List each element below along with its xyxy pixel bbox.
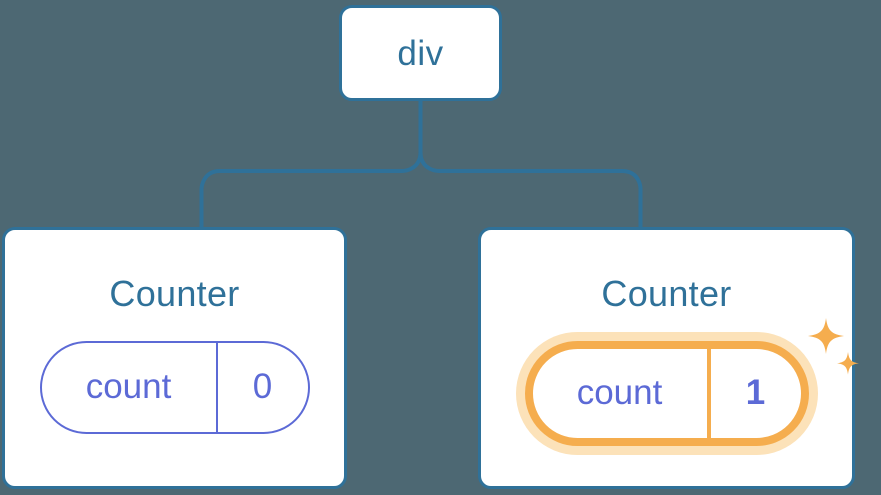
node-counter-right[interactable]: Counter count 1 (478, 227, 859, 489)
counter-right-state-pill[interactable]: count 1 (524, 341, 809, 446)
node-div-label: div (397, 33, 444, 73)
four-point-star-icon (807, 318, 844, 354)
counter-left-state-key: count (85, 366, 172, 406)
four-point-star-small-icon (836, 352, 859, 375)
counter-right-state-wrap: count 1 (524, 318, 859, 446)
connector-branch-right (418, 151, 643, 229)
counter-left-title: Counter (109, 273, 240, 314)
connector-branch-left (199, 151, 423, 229)
counter-right-title: Counter (601, 273, 732, 314)
counter-left-state-pill[interactable]: count 0 (39, 341, 310, 434)
counter-left-state-value: 0 (215, 343, 308, 432)
counter-left-state-wrap: count 0 (39, 341, 310, 434)
sparkles-group (807, 318, 859, 375)
node-div[interactable]: div (339, 5, 502, 101)
node-counter-left[interactable]: Counter count 0 (2, 227, 347, 489)
counter-right-state-value: 1 (706, 349, 801, 438)
counter-right-state-key: count (576, 372, 663, 412)
